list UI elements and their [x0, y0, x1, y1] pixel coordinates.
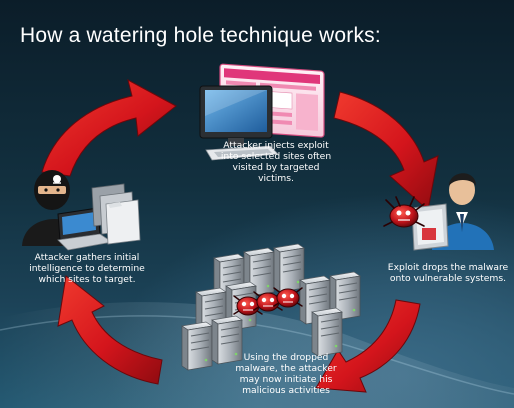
computer-webpage-icon	[199, 63, 325, 161]
caption-drop-malware: Exploit drops the malware onto vulnerabl…	[387, 262, 509, 284]
page-title: How a watering hole technique works:	[20, 24, 381, 47]
server-tower	[181, 321, 213, 371]
server-tower	[311, 307, 343, 357]
victim-computer-icon	[383, 173, 494, 251]
attacker-computer-icon	[22, 170, 141, 251]
arrow-initiate-to-gather	[57, 275, 163, 385]
caption-inject-exploit: Attacker injects exploit into selected s…	[220, 140, 332, 184]
malware-bug-icon	[383, 196, 425, 228]
arrow-gather-to-inject	[41, 79, 177, 177]
server-tower	[211, 315, 243, 365]
arrow-drop-to-initiate	[315, 299, 421, 393]
malware-bug-icon	[273, 287, 303, 308]
caption-gather-intelligence: Attacker gathers initial intelligence to…	[29, 252, 145, 285]
server-tower	[273, 243, 305, 293]
caption-initiate-activities: Using the dropped malware, the attacker …	[235, 352, 337, 396]
